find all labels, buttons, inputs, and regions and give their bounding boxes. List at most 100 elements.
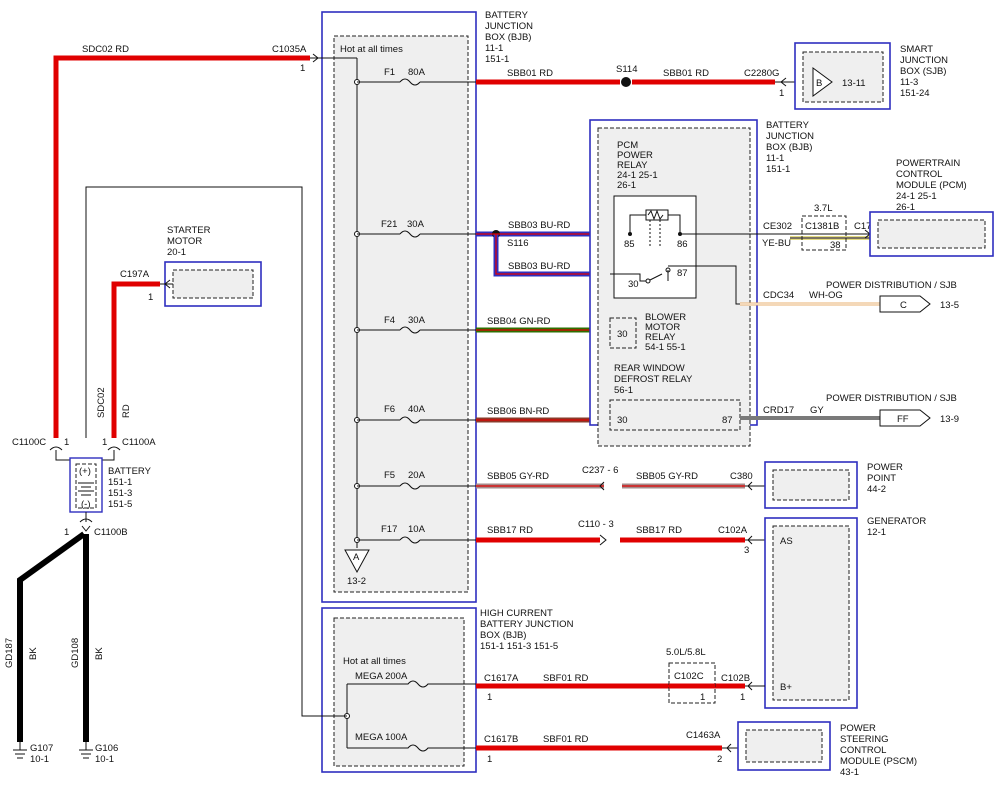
label-c1463a-pin: 2 <box>717 754 722 765</box>
label-c1100a-pin: 1 <box>102 437 107 448</box>
pscm-title-3: CONTROL <box>840 745 886 756</box>
fuse-f4-name: F4 <box>384 315 395 326</box>
label-sbb05-a: SBB05 GY-RD <box>487 471 549 482</box>
rear-title-1: REAR WINDOW <box>614 363 685 374</box>
label-sbb03-b: SBB03 BU-RD <box>508 261 570 272</box>
fuse-f21: F21 30A <box>354 219 476 238</box>
fuse-f1: F1 80A <box>354 67 476 86</box>
rear-pin87: 87 <box>722 415 733 426</box>
starter-title-3: 20-1 <box>167 247 186 258</box>
label-sbb04: SBB04 GN-RD <box>487 316 550 327</box>
pcm-variant-pin: 38 <box>830 240 841 251</box>
ground-g106-name: G106 <box>95 743 118 754</box>
bjb-title-4: 11-1 <box>485 43 503 54</box>
variant-connector: C102C <box>674 671 704 682</box>
variant-pin: 1 <box>700 692 705 703</box>
fuse-f1-name: F1 <box>384 67 395 78</box>
battery-title-3: 151-3 <box>108 488 132 499</box>
fuse-f17: F17 10A <box>354 524 476 544</box>
pcm-relay-pin87: 87 <box>677 268 688 279</box>
label-c1100c: C1100C <box>12 437 46 448</box>
label-sdc02-vertical: SDC02 <box>96 387 107 418</box>
label-cdc34: CDC34 <box>763 290 794 301</box>
fuse-f5-rating: 20A <box>408 470 426 481</box>
battery-title-2: 151-1 <box>108 477 132 488</box>
ground-ref-letter: A <box>353 552 360 563</box>
label-c1617b-pin: 1 <box>487 754 492 765</box>
blower-title-3: RELAY <box>645 332 676 343</box>
rear-title-3: 56-1 <box>614 385 633 396</box>
bjb2-title-1: BATTERY <box>766 120 810 131</box>
bjb-title-2: JUNCTION <box>485 21 533 32</box>
sjb-symbol: B <box>816 78 822 89</box>
fuse-f4: F4 30A <box>354 315 476 334</box>
bjb-title-5: 151-1 <box>485 54 509 65</box>
power-distribution-ff: FF 13-9 POWER DISTRIBUTION / SJB <box>826 393 959 427</box>
pd1-title: POWER DISTRIBUTION / SJB <box>826 280 957 291</box>
label-sbb17-b: SBB17 RD <box>636 525 682 536</box>
bjb2-title-5: 151-1 <box>766 164 790 175</box>
label-sbb01-a: SBB01 RD <box>507 68 553 79</box>
pd2-title: POWER DISTRIBUTION / SJB <box>826 393 957 404</box>
ground-ref-page: 13-2 <box>347 576 366 587</box>
label-bk-2: BK <box>94 647 105 660</box>
wire-sdc02-top <box>53 55 310 438</box>
battery-junction-box: Hot at all times BATTERY JUNCTION BOX (B… <box>321 10 533 603</box>
sjb-title-4: 11-3 <box>900 77 918 88</box>
power-distribution-c: C 13-5 POWER DISTRIBUTION / SJB <box>826 280 959 313</box>
label-c2280g: C2280G <box>744 68 779 79</box>
ground-g107-page: 10-1 <box>30 754 49 765</box>
ground-g107: G107 10-1 <box>13 742 53 765</box>
fuse-f1-rating: 80A <box>408 67 426 78</box>
pcm-variant-connector: C1381B <box>805 221 839 232</box>
pscm-title-5: 43-1 <box>840 767 859 778</box>
generator-bplus: B+ <box>780 682 792 693</box>
pcm-relay-pin85: 85 <box>624 239 635 250</box>
powertrain-control-module: POWERTRAIN CONTROL MODULE (PCM) 24-1 25-… <box>869 158 994 257</box>
label-sdc02-top: SDC02 RD <box>82 44 129 55</box>
pd1-symbol: C <box>900 300 907 311</box>
pscm-title-4: MODULE (PSCM) <box>840 756 917 767</box>
sjb-title-3: BOX (SJB) <box>900 66 946 77</box>
label-sbb03-a: SBB03 BU-RD <box>508 220 570 231</box>
pcm-relay-pin86: 86 <box>677 239 688 250</box>
bjb2-title-4: 11-1 <box>766 153 784 164</box>
fuse-f17-name: F17 <box>381 524 397 535</box>
label-sbb17-a: SBB17 RD <box>487 525 533 536</box>
battery-title-4: 151-5 <box>108 499 132 510</box>
generator-title-1: GENERATOR <box>867 516 926 527</box>
high-current-bjb: Hot at all times MEGA 200A MEGA 100A HIG… <box>321 607 574 773</box>
pscm-title-2: STEERING <box>840 734 889 745</box>
label-c197a-pin: 1 <box>148 292 153 303</box>
label-s116: S116 <box>507 238 528 249</box>
wire-sdc02-starter <box>111 281 160 438</box>
blower-relay-pin: 30 <box>617 329 628 340</box>
bjb-title-1: BATTERY <box>485 10 529 21</box>
label-c1035a-pin: 1 <box>300 63 305 74</box>
label-ce302: CE302 <box>763 221 792 232</box>
generator-as: AS <box>780 536 793 547</box>
hcbjb-mega2: MEGA 100A <box>355 732 408 743</box>
starter-title-1: STARTER <box>167 225 211 236</box>
ground-g106-page: 10-1 <box>95 754 114 765</box>
fuse-f17-rating: 10A <box>408 524 426 535</box>
label-sbf01-a: SBF01 RD <box>543 673 589 684</box>
battery: C1100C 1 1 C1100A (+) (-) BATTERY 151-1 … <box>12 437 156 538</box>
hcbjb-title-1: HIGH CURRENT <box>480 608 553 619</box>
label-sbf01-b: SBF01 RD <box>543 734 589 745</box>
pd2-symbol: FF <box>897 414 909 425</box>
label-c1035a: C1035A <box>272 44 307 55</box>
label-gy: GY <box>810 405 824 416</box>
pcm-title-3: MODULE (PCM) <box>896 180 967 191</box>
power-steering-control-module: POWER STEERING CONTROL MODULE (PSCM) 43-… <box>737 721 917 778</box>
sjb-page: 13-11 <box>842 78 866 89</box>
battery-minus: (-) <box>81 499 91 510</box>
label-c1100b-pin: 1 <box>64 527 69 538</box>
label-bk-1: BK <box>28 647 39 660</box>
rear-pin30: 30 <box>617 415 628 426</box>
pcm-relay-title-1: PCM <box>617 140 638 151</box>
label-c197a: C197A <box>120 269 150 280</box>
fuse-f4-rating: 30A <box>408 315 426 326</box>
wire-gd187 <box>17 531 86 742</box>
label-rd-vertical: RD <box>121 404 132 418</box>
